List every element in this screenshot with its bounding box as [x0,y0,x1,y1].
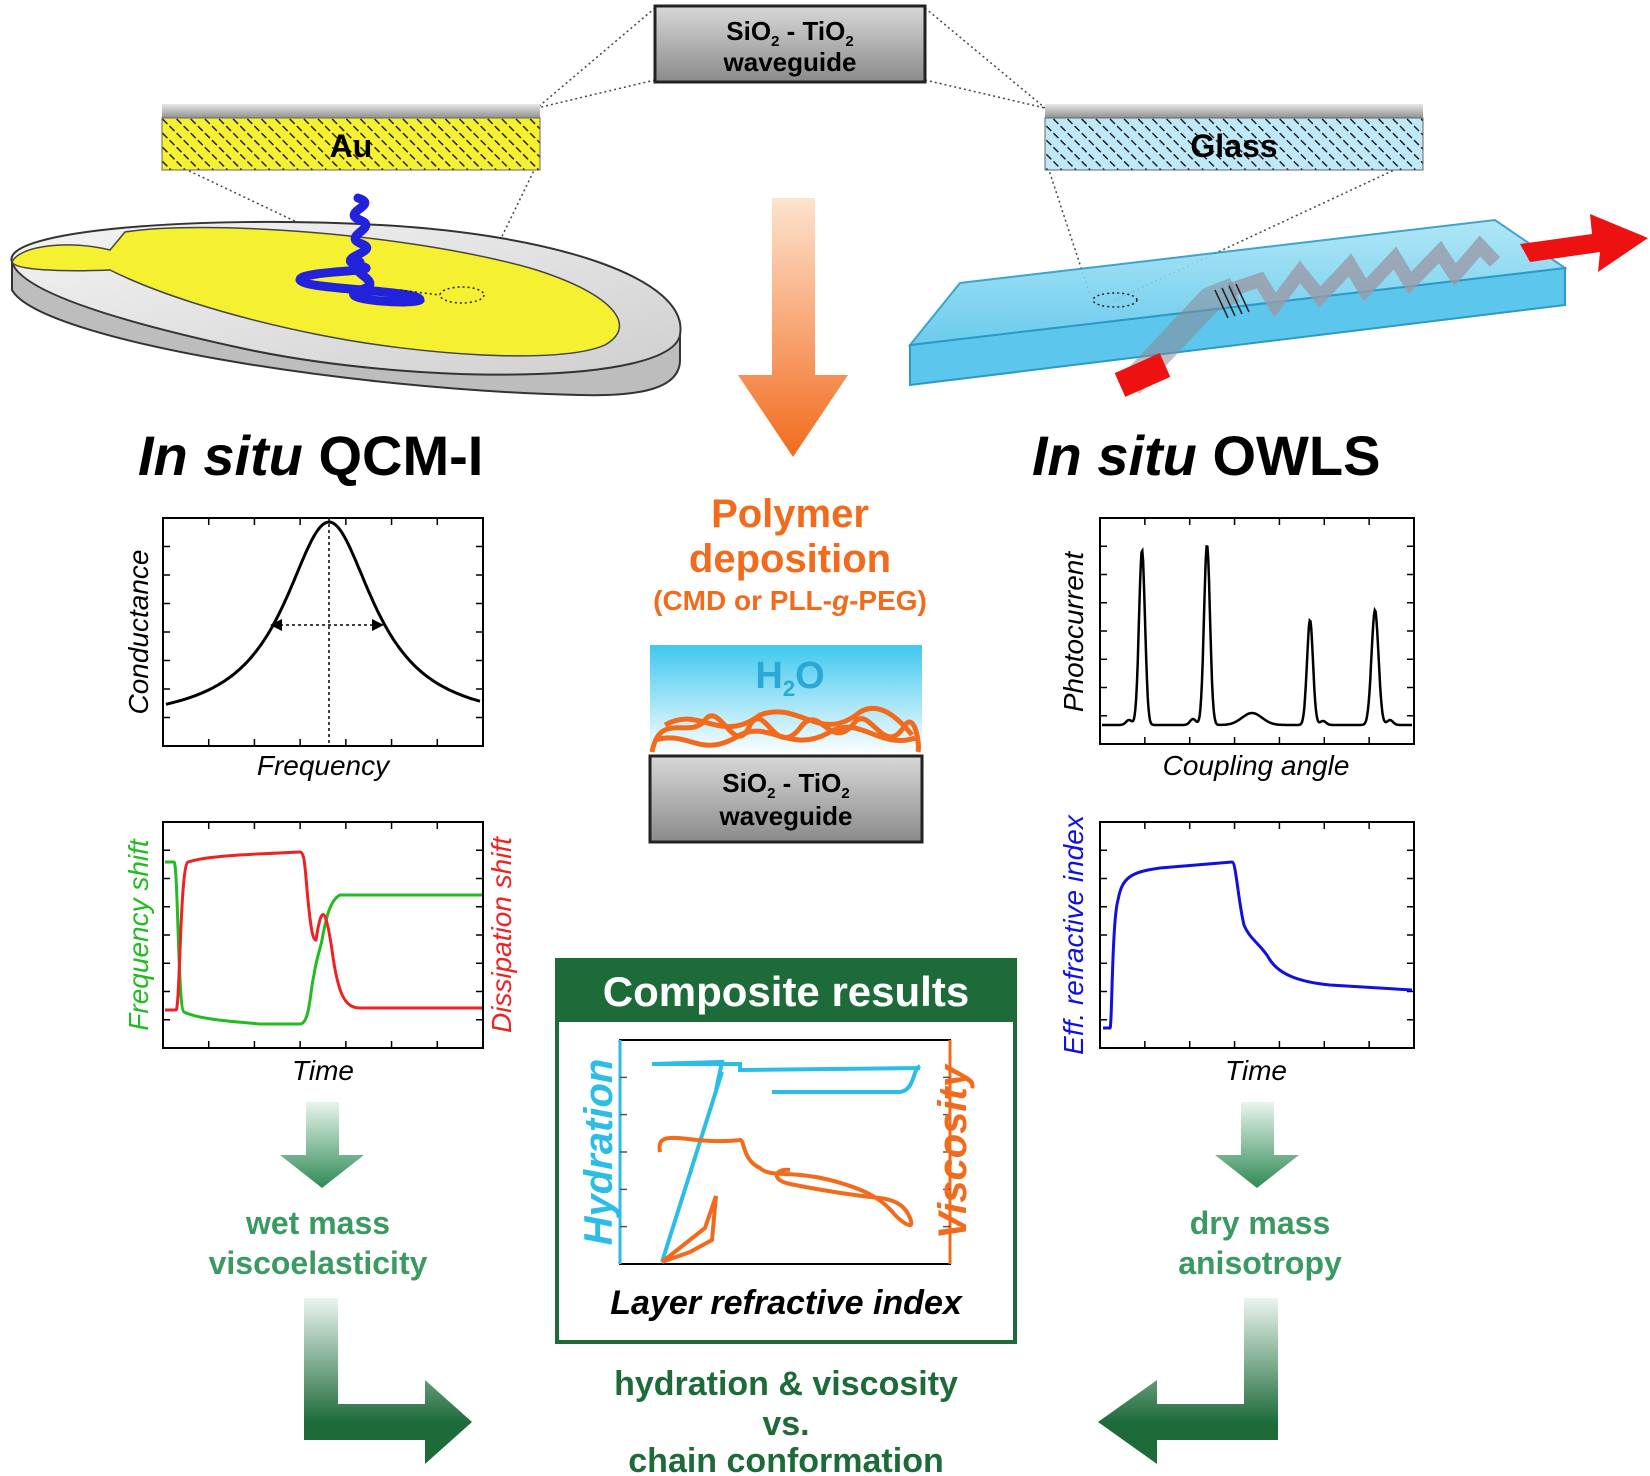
hydration-curve [651,1059,922,1263]
water-label: H2O [755,655,824,701]
conductance-plot: Conductance Frequency [123,517,484,781]
svg-text:SiO2 - TiO2: SiO2 - TiO2 [722,768,849,802]
svg-text:Polymer: Polymer [711,492,869,536]
dissipation-shift-curve [165,850,482,1012]
polymer-coil-icon [295,193,425,307]
svg-text:dry mass: dry mass [1190,1205,1331,1241]
qcm-time-xlabel: Time [292,1055,354,1086]
svg-text:vs.: vs. [762,1405,809,1443]
svg-text:hydration & viscosity: hydration & viscosity [614,1365,958,1403]
svg-text:waveguide: waveguide [719,801,853,831]
composite-results-panel: Composite results Hydration Viscosity La… [555,958,1017,1344]
viscosity-ylabel: Viscosity [931,1063,975,1239]
svg-text:(CMD or PLL-g-PEG): (CMD or PLL-g-PEG) [653,585,927,616]
au-label: Au [330,128,373,164]
right-title: In situ OWLS [1032,424,1380,487]
svg-text:viscoelasticity: viscoelasticity [209,1245,428,1281]
svg-text:SiO2 - TiO2: SiO2 - TiO2 [726,16,853,50]
laser-out-arrow-icon [1520,214,1648,272]
au-layer: Au [161,104,541,171]
left-title: In situ QCM-I [138,424,483,487]
owls-time-plot: Eff. refractive index Time [1058,814,1415,1086]
right-bent-arrow-icon [1098,1298,1278,1464]
svg-text:deposition: deposition [689,537,891,581]
svg-text:anisotropy: anisotropy [1178,1245,1342,1281]
bottom-conclusion: hydration & viscosity vs. chain conforma… [614,1365,958,1476]
glass-layer: Glass [1044,104,1424,171]
viscosity-curve [657,1135,914,1264]
right-green-down-arrow-icon [1215,1102,1299,1188]
frequency-shift-ylabel: Frequency shift [123,838,154,1031]
qcm-sensor-disk [10,193,682,397]
conductance-curve [165,520,481,706]
refractive-index-curve [1103,860,1413,1030]
right-result: dry mass anisotropy [1178,1205,1342,1281]
conductance-xlabel: Frequency [257,750,391,781]
qcm-time-plot: Frequency shift Dissipation shift Time [123,821,517,1086]
hydration-ylabel: Hydration [577,1059,621,1246]
refractive-index-ylabel: Eff. refractive index [1058,814,1089,1055]
photocurrent-xlabel: Coupling angle [1163,750,1350,781]
owls-time-xlabel: Time [1225,1055,1287,1086]
glass-label: Glass [1190,128,1277,164]
top-box-sio: SiO [726,16,771,46]
photocurrent-curve [1102,544,1412,727]
dissipation-shift-ylabel: Dissipation shift [486,836,517,1033]
left-result: wet mass viscoelasticity [209,1205,428,1281]
top-waveguide-box: SiO2 - TiO2 waveguide [653,4,927,84]
owls-waveguide-slab [907,214,1648,397]
composite-xlabel: Layer refractive index [610,1284,964,1322]
top-box-waveguide: waveguide [723,47,857,77]
conductance-ylabel: Conductance [123,549,154,714]
photocurrent-plot: Photocurrent Coupling angle [1058,517,1415,781]
left-bent-arrow-icon [304,1298,472,1464]
svg-text:wet mass: wet mass [245,1205,390,1241]
polymer-deposition-heading: Polymer deposition (CMD or PLL-g-PEG) [653,492,927,616]
photocurrent-ylabel: Photocurrent [1058,551,1089,713]
left-green-down-arrow-icon [280,1102,364,1188]
svg-text:chain conformation: chain conformation [628,1442,943,1476]
deposition-schematic: H2O SiO2 - TiO2 waveguide [648,645,924,844]
composite-title: Composite results [603,968,969,1015]
center-down-arrow-icon [738,198,848,457]
